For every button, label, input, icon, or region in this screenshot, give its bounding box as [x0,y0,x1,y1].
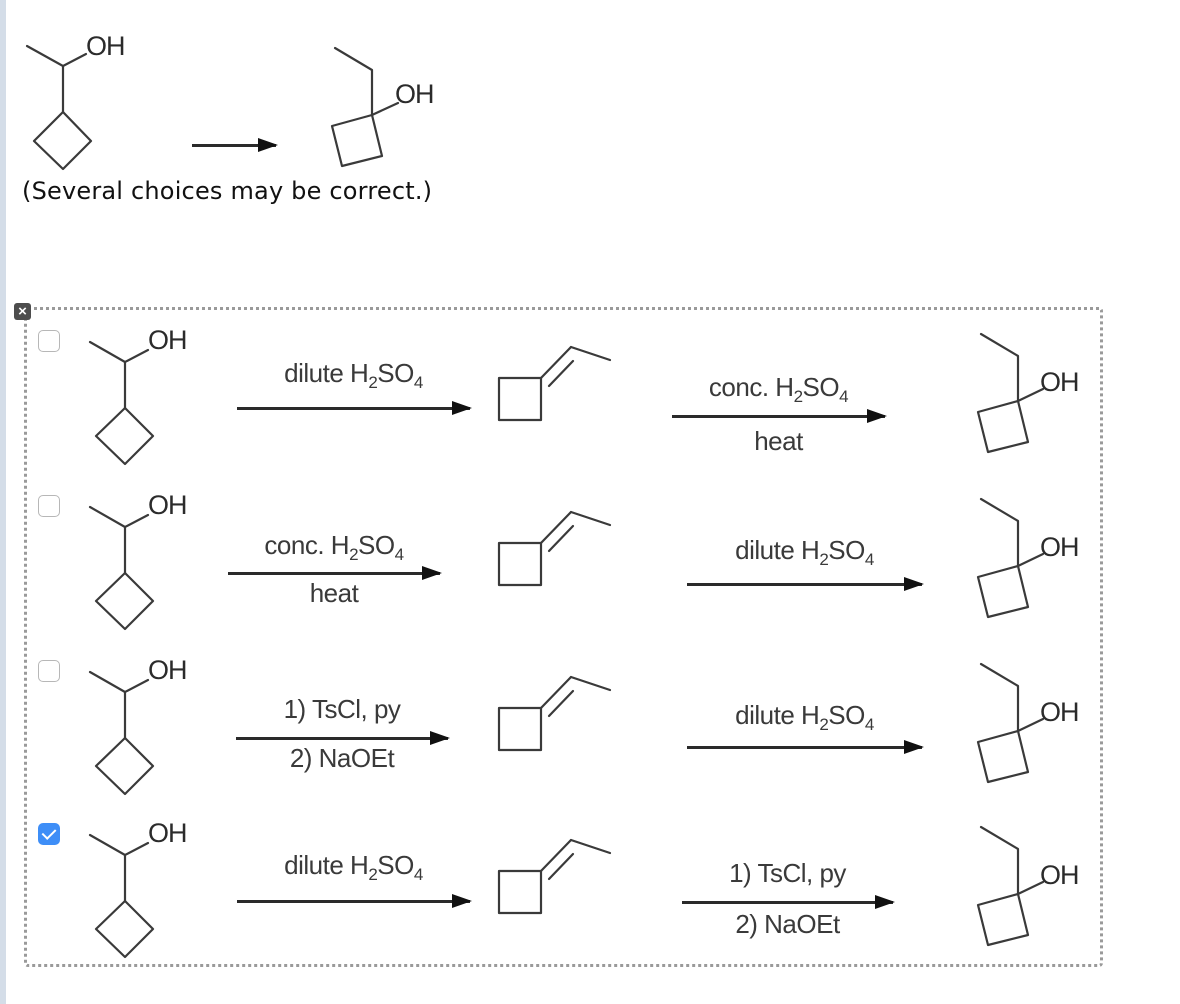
step2-reagent-above: conc. H2SO4 [708,372,849,406]
choice-row-3[interactable]: OH 1) TsCl, py 2) NaOEt dilute H2SO4 OH [0,640,1180,805]
step2-reagent-above: 1) TsCl, py [729,858,846,888]
step1-arrow [228,566,442,580]
choice-start-oh-label: OH [148,325,187,355]
choice-start-oh-label: OH [148,655,187,685]
step1-reagent-above: dilute H2SO4 [284,358,423,392]
choice-starting-material-structure [88,833,155,959]
choice-row-4[interactable]: OH dilute H2SO4 1) TsCl, py 2) NaOEt OH [0,803,1180,968]
step1-arrow [237,401,472,415]
choices-panel [24,307,1103,967]
step2-arrow [672,409,887,423]
intermediate-alkene-structure [497,838,612,915]
step2-reagent-below: 2) NaOEt [735,909,840,939]
product-oh-label: OH [395,79,434,109]
step1-reagent-above: conc. H2SO4 [264,530,404,564]
intermediate-alkene-structure [497,345,612,422]
choice-checkbox[interactable] [38,823,60,845]
step2-reagent-above: dilute H2SO4 [735,700,874,734]
choice-start-oh-label: OH [148,490,187,520]
step1-reagent-above: dilute H2SO4 [284,850,423,884]
choice-row-2[interactable]: OH conc. H2SO4 heat dilute H2SO4 OH [0,475,1180,640]
choice-product-structure [976,662,1045,784]
close-x-icon[interactable]: × [14,303,31,320]
step1-arrow [237,894,472,908]
page-left-border [0,0,6,1004]
step2-reagent-below: heat [754,426,803,456]
step2-arrow [687,577,924,591]
step1-arrow [236,731,450,745]
step2-arrow [687,740,924,754]
intermediate-alkene-structure [497,510,612,587]
choice-product-oh-label: OH [1040,367,1079,397]
starting-material-oh-label: OH [86,31,125,61]
choice-product-oh-label: OH [1040,860,1079,890]
choice-row-1[interactable]: OH dilute H2SO4 conc. H2SO4 heat OH [0,310,1180,475]
step1-reagent-below: 2) NaOEt [289,743,395,773]
choice-starting-material-structure [88,340,155,466]
choice-checkbox[interactable] [38,330,60,352]
choice-product-structure [976,497,1045,619]
step1-reagent-above: 1) TsCl, py [283,694,401,724]
choice-starting-material-structure [88,505,155,631]
step2-arrow [682,895,895,909]
starting-material-structure [25,44,93,171]
intermediate-alkene-structure [497,675,612,752]
choice-checkbox[interactable] [38,660,60,682]
choice-product-structure [976,825,1045,947]
choice-start-oh-label: OH [148,818,187,848]
question-reaction-arrow [192,138,278,152]
product-structure [330,46,400,168]
instruction-note: (Several choices may be correct.) [22,177,433,205]
choice-product-oh-label: OH [1040,697,1079,727]
choice-starting-material-structure [88,670,155,796]
choice-product-oh-label: OH [1040,532,1079,562]
step1-reagent-below: heat [309,578,359,608]
step2-reagent-above: dilute H2SO4 [735,535,874,569]
choice-checkbox[interactable] [38,495,60,517]
choice-product-structure [976,332,1045,454]
